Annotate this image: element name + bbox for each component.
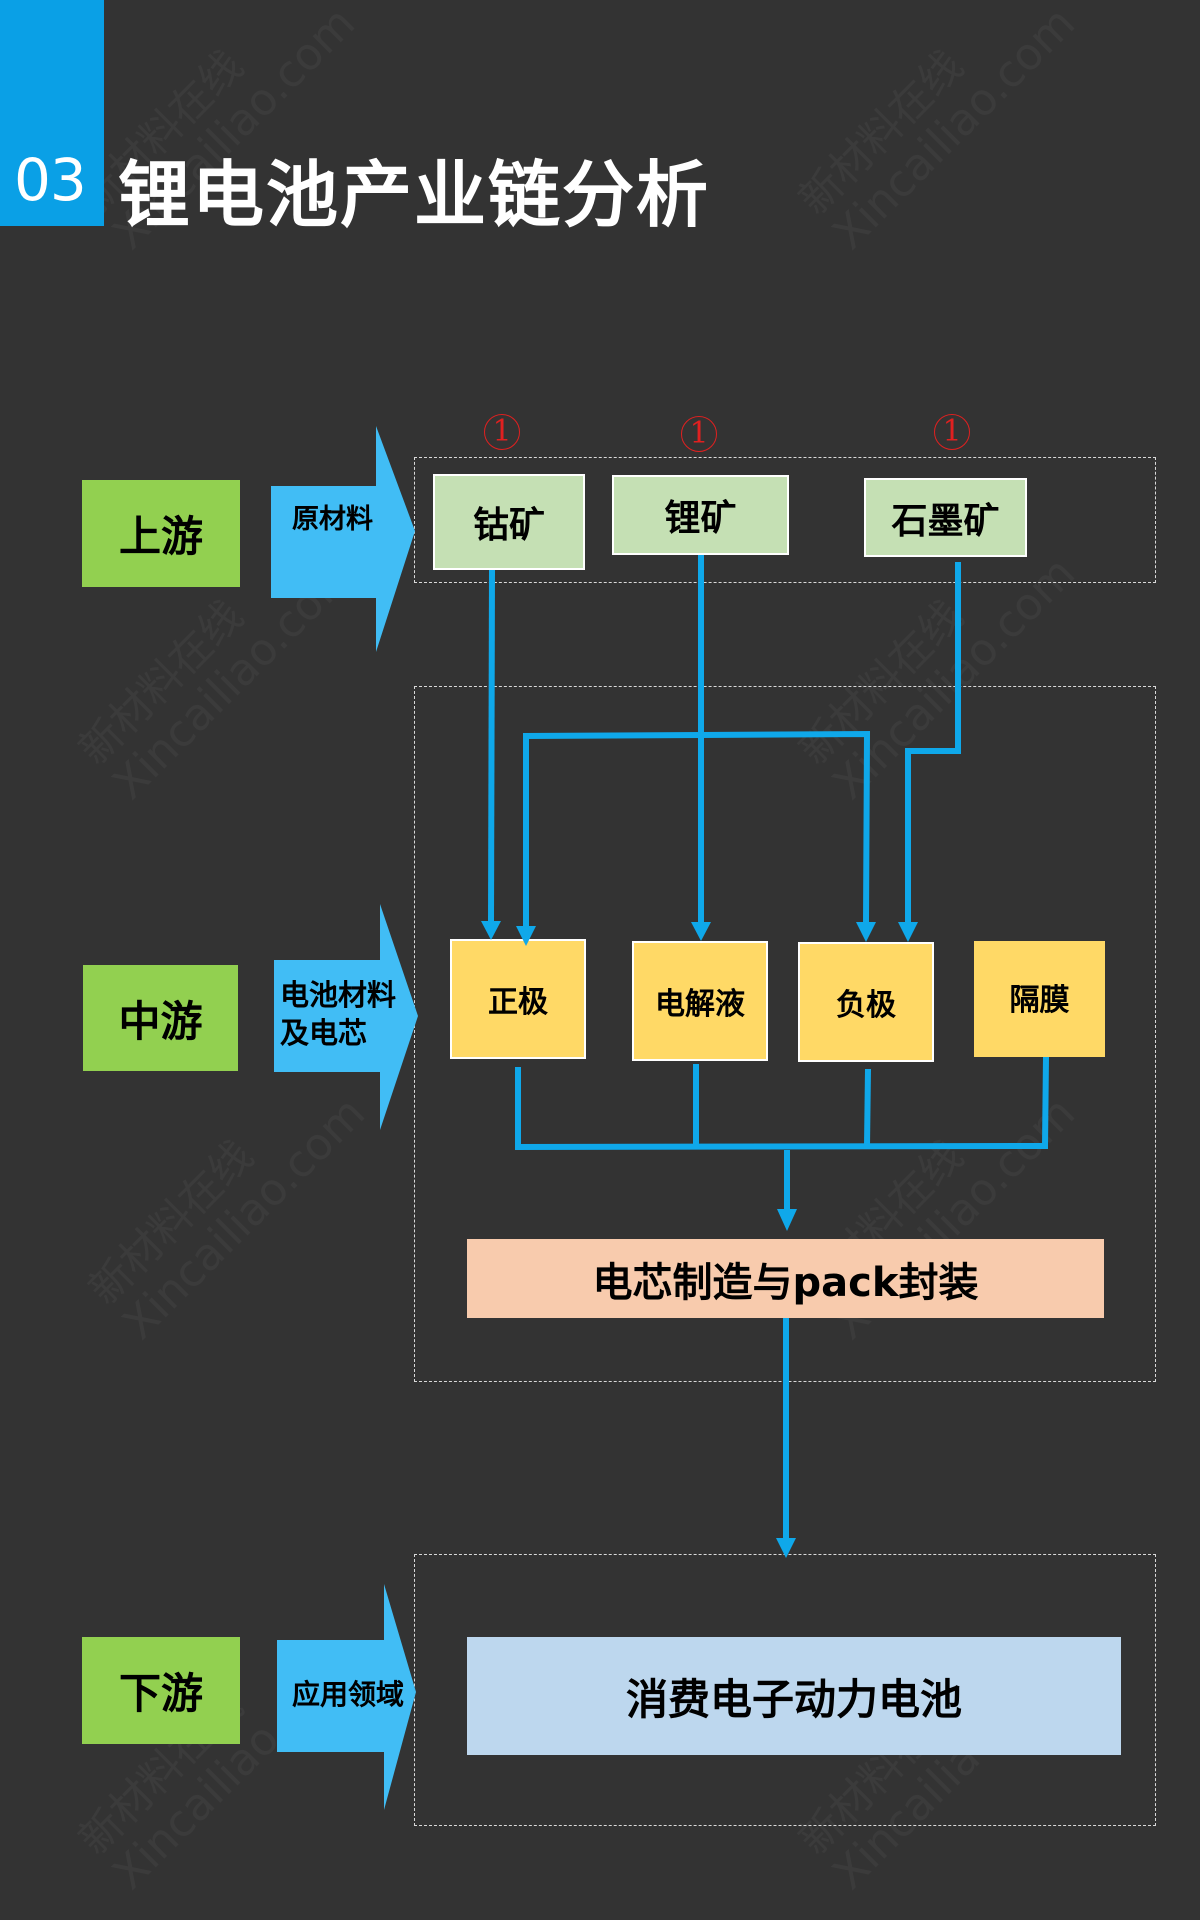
stage-label-midstream: 中游 — [83, 965, 238, 1071]
material-cathode: 正极 — [450, 939, 586, 1059]
cell-pack-assembly: 电芯制造与pack封装 — [467, 1239, 1104, 1318]
application-consumer-power-battery: 消费电子动力电池 — [467, 1637, 1121, 1755]
mineral-graphite: 石墨矿 — [864, 478, 1027, 557]
arrow-battery-materials: 电池材料 及电芯 — [273, 904, 419, 1130]
stage-label-downstream: 下游 — [82, 1637, 240, 1744]
arrow-label-line1: 电池材料 — [280, 978, 397, 1012]
material-anode: 负极 — [798, 942, 934, 1062]
section-number: 03 — [14, 146, 87, 214]
watermark: 新材料在线Xincailiao.com — [789, 0, 1086, 260]
arrow-label: 应用领域 — [292, 1678, 405, 1711]
material-separator: 隔膜 — [974, 941, 1105, 1057]
arrow-shape-icon — [277, 1584, 416, 1810]
material-electrolyte: 电解液 — [632, 941, 768, 1061]
arrow-applications: 应用领域 — [276, 1584, 422, 1810]
arrow-shape-icon — [274, 904, 418, 1130]
arrow-raw-materials: 原材料 — [270, 426, 416, 652]
arrow-label: 原材料 — [292, 504, 373, 535]
stage-label-upstream: 上游 — [82, 480, 240, 587]
note-marker: 1 — [681, 416, 717, 452]
page-title: 锂电池产业链分析 — [118, 153, 711, 237]
section-number-badge: 03 — [0, 0, 104, 226]
upstream-group — [414, 457, 1156, 583]
arrow-label-line2: 及电芯 — [280, 1016, 368, 1050]
mineral-cobalt: 钴矿 — [433, 474, 585, 570]
note-marker: 1 — [484, 414, 520, 450]
mineral-lithium: 锂矿 — [612, 475, 789, 555]
arrow-shape-icon — [271, 426, 415, 652]
note-marker: 1 — [934, 414, 970, 450]
